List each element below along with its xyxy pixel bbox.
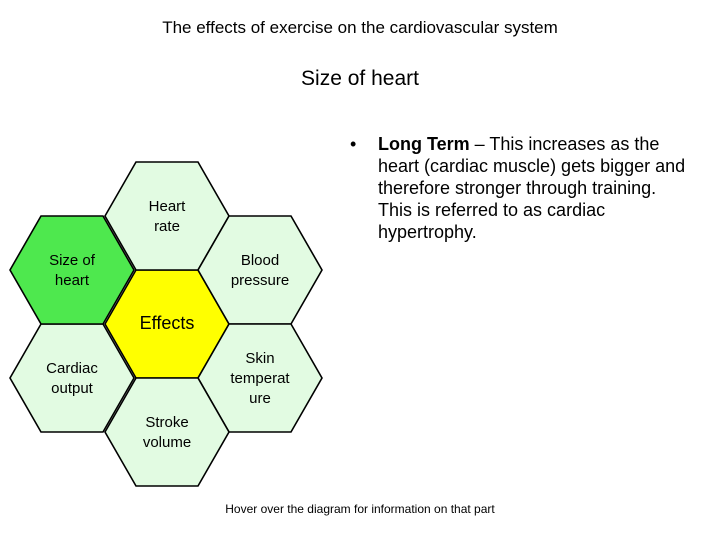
hex-label-line: Cardiac xyxy=(46,360,98,377)
hex-label: Stroke volume xyxy=(143,414,191,451)
hex-label: Size of heart xyxy=(49,252,96,289)
hex-heart-rate[interactable]: Heart rate xyxy=(104,161,230,271)
hex-label-line: pressure xyxy=(231,272,289,289)
hex-label-line: Effects xyxy=(140,313,195,333)
hex-skin-temperature[interactable]: Skin temperat ure xyxy=(197,323,323,433)
hex-label-line: Skin xyxy=(245,350,274,367)
hex-label-line: volume xyxy=(143,434,191,451)
hex-label-line: rate xyxy=(154,218,180,235)
slide-title: The effects of exercise on the cardiovas… xyxy=(162,18,558,37)
hex-label: Heart rate xyxy=(149,198,187,235)
bullet-term: Long Term xyxy=(378,134,470,154)
hex-shape xyxy=(9,215,135,325)
hex-size-of-heart[interactable]: Size of heart xyxy=(9,215,135,325)
hex-shape xyxy=(104,377,230,487)
hex-label: Cardiac output xyxy=(46,360,98,397)
hex-label-line: Stroke xyxy=(145,414,188,431)
hover-hint: Hover over the diagram for information o… xyxy=(225,502,495,516)
hex-label-line: Size of xyxy=(49,252,96,269)
hex-stroke-volume[interactable]: Stroke volume xyxy=(104,377,230,487)
slide-subtitle: Size of heart xyxy=(301,67,419,90)
hex-label-line: output xyxy=(51,380,94,397)
hex-label-line: temperat xyxy=(230,370,290,387)
hex-label: Effects xyxy=(140,313,195,333)
bullet-description: – This increases as the heart (cardiac m… xyxy=(378,134,686,242)
hex-label-line: Blood xyxy=(241,252,279,269)
hex-label: Blood pressure xyxy=(231,252,289,289)
hex-cardiac-output[interactable]: Cardiac output xyxy=(9,323,135,433)
bullet-text: Long Term – This increases as the heart … xyxy=(378,133,690,243)
hex-label-line: heart xyxy=(55,272,90,289)
bullet-marker: • xyxy=(350,134,357,154)
hex-label: Skin temperat ure xyxy=(230,350,290,407)
hex-label-line: ure xyxy=(249,390,271,407)
hex-label-line: Heart xyxy=(149,198,187,215)
long-term-bullet: • Long Term – This increases as the hear… xyxy=(350,133,690,243)
